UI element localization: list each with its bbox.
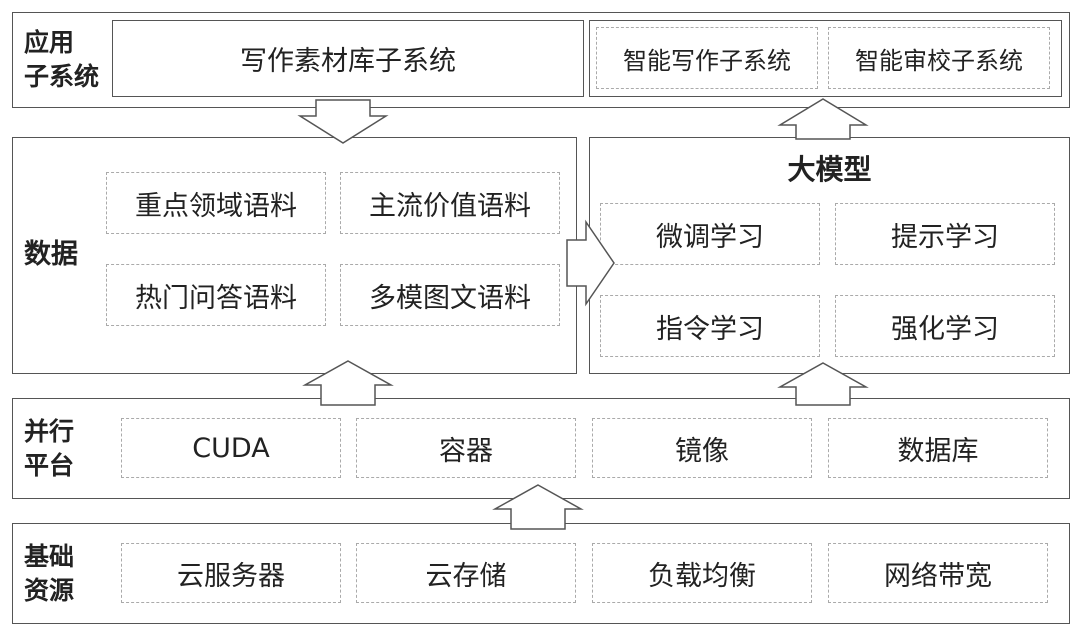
application-label-line1: 应用 bbox=[24, 28, 75, 58]
platform-item-cuda: CUDA bbox=[121, 418, 341, 478]
platform-item-container: 容器 bbox=[356, 418, 576, 478]
model-item-instruction: 指令学习 bbox=[600, 295, 820, 357]
infra-item-load-balancing: 负载均衡 bbox=[592, 543, 812, 603]
arrow-up-platform-to-data bbox=[302, 360, 394, 406]
model-item-prompt: 提示学习 bbox=[835, 203, 1055, 265]
smart-writing-subsystem: 智能写作子系统 bbox=[596, 27, 818, 89]
infra-item-cloud-server: 云服务器 bbox=[121, 543, 341, 603]
writing-material-subsystem: 写作素材库子系统 bbox=[112, 20, 584, 97]
platform-item-image: 镜像 bbox=[592, 418, 812, 478]
data-item-multimodal-corpus: 多模图文语料 bbox=[340, 264, 560, 326]
arrow-up-platform-to-model bbox=[777, 362, 869, 406]
data-item-mainstream-corpus: 主流价值语料 bbox=[340, 172, 560, 234]
platform-layer-label: 并行 平台 bbox=[24, 398, 74, 499]
arrow-up-model-to-subsystems bbox=[777, 98, 869, 140]
data-layer-label: 数据 bbox=[24, 137, 78, 374]
application-label-line2: 子系统 bbox=[24, 62, 100, 91]
infra-item-cloud-storage: 云存储 bbox=[356, 543, 576, 603]
platform-label-line1: 并行 bbox=[24, 416, 75, 446]
platform-item-database: 数据库 bbox=[828, 418, 1048, 478]
arrow-down-library-to-data bbox=[297, 99, 389, 144]
arrow-up-infra-to-platform bbox=[492, 484, 584, 530]
infra-item-bandwidth: 网络带宽 bbox=[828, 543, 1048, 603]
model-layer-title: 大模型 bbox=[787, 153, 872, 186]
data-item-hot-qa-corpus: 热门问答语料 bbox=[106, 264, 326, 326]
application-layer-label: 应用 子系统 bbox=[24, 24, 99, 96]
data-item-key-domain-corpus: 重点领域语料 bbox=[106, 172, 326, 234]
model-item-reinforcement: 强化学习 bbox=[835, 295, 1055, 357]
data-label-text: 数据 bbox=[24, 239, 78, 271]
infra-label-line1: 基础 bbox=[24, 541, 75, 571]
platform-label-line2: 平台 bbox=[24, 450, 75, 480]
arrow-right-data-to-model bbox=[566, 219, 615, 307]
infra-label-line2: 资源 bbox=[24, 575, 75, 605]
infrastructure-layer-label: 基础 资源 bbox=[24, 523, 74, 624]
model-item-finetune: 微调学习 bbox=[600, 203, 820, 265]
smart-review-subsystem: 智能审校子系统 bbox=[828, 27, 1050, 89]
